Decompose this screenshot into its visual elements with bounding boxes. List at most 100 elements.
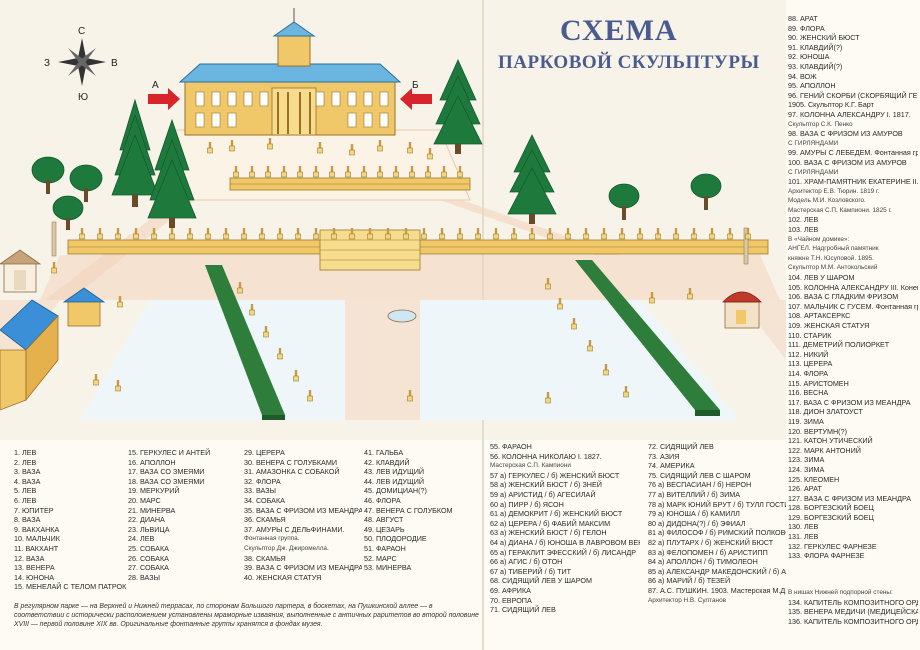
- legend-niches: В нишах Нижней подпорной стены:134. КАПИ…: [788, 588, 918, 626]
- sculpture-markers: [51, 138, 751, 404]
- sculpture-pedestal: [277, 228, 283, 240]
- legend-entry: 128. БОРГЕЗСКИЙ БОЕЦ: [788, 503, 874, 513]
- legend-entry: 51. ФАРАОН: [364, 543, 406, 553]
- legend-entry: 41. ГАЛЬБА: [364, 448, 404, 457]
- sculpture-pedestal: [51, 262, 57, 274]
- legend-entry: 92. ЮНОША: [788, 52, 830, 62]
- legend-entry: Мастерская С.П. Кампиони. 1825 г.: [788, 206, 892, 214]
- legend-entry: 124. ЗИМА: [788, 464, 825, 474]
- compass-east: В: [111, 58, 118, 69]
- legend-entry: 2. ЛЕВ: [14, 457, 37, 467]
- sculpture-pedestal: [547, 228, 553, 240]
- sculpture-pedestal: [393, 166, 399, 178]
- legend-entry: 89. ФЛОРА: [788, 23, 825, 33]
- sculpture-pedestal: [691, 228, 697, 240]
- legend-entry: 117. ВАЗА С ФРИЗОМ ИЗ МЕАНДРА: [788, 397, 911, 407]
- sculpture-pedestal: [237, 282, 243, 294]
- sculpture-pedestal: [349, 144, 355, 156]
- legend-entry: 37. АМУРЫ С ДЕЛЬФИНАМИ.: [244, 524, 345, 534]
- legend-entry: 114. ФЛОРА: [788, 368, 829, 378]
- legend-entry: 20. МАРС: [128, 495, 161, 505]
- legend-entry: 85 а) АЛЕКСАНДР МАКЕДОНСКИЙ / б) АЛКИВИА…: [648, 566, 786, 576]
- legend-entry: 17. ВАЗА СО ЗМЕЯМИ: [128, 467, 205, 477]
- legend-entry: 134. КАПИТЕЛЬ КОМПОЗИТНОГО ОРДЕРА: [788, 597, 918, 607]
- legend-entry: 59 а) АРИСТИД / б) АГЕСИЛАЙ: [490, 489, 596, 499]
- sculpture-pedestal: [117, 296, 123, 308]
- legend-entry: 61 а) ДЕМОКРИТ / б) ЖЕНСКИЙ БЮСТ: [490, 509, 623, 519]
- sculpture-pedestal: [313, 228, 319, 240]
- legend-entry: 40. ЖЕНСКАЯ СТАТУЯ: [244, 572, 322, 582]
- legend-entry: Скульптор М.М. Антокольский: [788, 264, 878, 272]
- sculpture-pedestal: [745, 228, 751, 240]
- legend-entry: 123. ЗИМА: [788, 455, 825, 465]
- legend-entry: 42. КЛАВДИЙ: [364, 457, 410, 467]
- tree: [690, 173, 722, 210]
- legend-entry: 130. ЛЕВ: [788, 522, 819, 532]
- sculpture-pedestal: [377, 166, 383, 178]
- legend-entry: 81 а) ФИЛОСОФ / б) РИМСКИЙ ПОЛКОВОДЕЦ: [648, 528, 786, 538]
- legend-entry: 36. СКАМЬЯ: [244, 515, 286, 525]
- legend-entry: 118. ДИОН ЗЛАТОУСТ: [788, 407, 863, 417]
- tree: [52, 195, 84, 230]
- legend-entry: 8. ВАЗА: [14, 515, 41, 525]
- legend-entry: княжне Т.Н. Юсуповой. 1895.: [788, 254, 874, 262]
- hedge-right: [575, 260, 720, 410]
- sculpture-pedestal: [241, 228, 247, 240]
- sculpture-pedestal: [457, 228, 463, 240]
- legend-entry: 129. БОРГЕЗСКИЙ БОЕЦ: [788, 512, 874, 522]
- sculpture-pedestal: [673, 228, 679, 240]
- sculpture-pedestal: [345, 166, 351, 178]
- legend-entry: 116. ВЕСНА: [788, 388, 829, 398]
- legend-entry: 88. АРАТ: [788, 14, 818, 23]
- legend-entry: 127. ВАЗА С ФРИЗОМ ИЗ МЕАНДРА: [788, 493, 912, 503]
- footnote: В регулярном парке — на Верхней и Нижней…: [14, 603, 479, 628]
- column: [51, 221, 57, 257]
- legend-entry: 95. АПОЛЛОН: [788, 81, 836, 91]
- sculpture-pedestal: [263, 326, 269, 338]
- sculpture-pedestal: [331, 228, 337, 240]
- sculpture-pedestal: [151, 228, 157, 240]
- sculpture-pedestal: [687, 288, 693, 300]
- sculpture-pedestal: [281, 166, 287, 178]
- legend-entry: 108. АРТАКСЕРКС: [788, 311, 851, 321]
- legend-entry: 87. А.С. ПУШКИН. 1903. Мастерская М.Д. К…: [648, 585, 786, 595]
- legend-entry: 56. КОЛОННА НИКОЛАЮ I. 1827.: [490, 451, 602, 461]
- marker-b-arrow: Б: [400, 80, 432, 110]
- tree: [608, 183, 640, 220]
- legend-entry: 6. ЛЕВ: [14, 495, 37, 505]
- legend-entry: Архитектор Н.В. Султанов: [648, 596, 727, 604]
- legend-entry: 132. ГЕРКУЛЕС ФАРНЕЗЕ: [788, 541, 877, 551]
- map-title: СХЕМА: [560, 14, 678, 47]
- legend-entry: 69. АФРИКА: [490, 585, 531, 595]
- legend-entry: 111. ДЕМЕТРИЙ ПОЛИОРКЕТ: [788, 340, 890, 350]
- sculpture-pedestal: [297, 166, 303, 178]
- legend-entry: С ГИРЛЯНДАМИ: [788, 139, 839, 147]
- sculpture-pedestal: [329, 166, 335, 178]
- legend-entry: 38. СКАМЬЯ: [244, 553, 286, 563]
- sculpture-pedestal: [267, 138, 273, 150]
- sculpture-pedestal: [205, 228, 211, 240]
- legend-entry: 66 а) АГИС / б) ОТОН: [490, 557, 563, 567]
- legend-entry: 18. ВАЗА СО ЗМЕЯМИ: [128, 476, 205, 486]
- legend-entry: 77 а) ВИТЕЛЛИЙ / б) ЗИМА: [648, 489, 741, 499]
- legend-entry: 3. ВАЗА: [14, 467, 41, 477]
- palace: [178, 8, 402, 136]
- legend-entry: 58 а) ЖЕНСКИЙ БЮСТ / б) ЗНЕЙ: [490, 480, 602, 490]
- sculpture-pedestal: [623, 386, 629, 398]
- legend-entry: 115. АРИСТОМЕН: [788, 378, 849, 388]
- legend-entry: 110. СТАРИК: [788, 330, 832, 340]
- sculpture-pedestal: [295, 228, 301, 240]
- legend-entry: С ГИРЛЯНДАМИ: [788, 168, 839, 176]
- compass: С Ю З В: [44, 26, 118, 103]
- sculpture-pedestal: [403, 228, 409, 240]
- sculpture-pedestal: [427, 148, 433, 160]
- legend-entry: Архитектор Е.В. Тюрин. 1819 г.: [788, 187, 880, 195]
- sculpture-pedestal: [317, 142, 323, 154]
- sculpture-pedestal: [265, 166, 271, 178]
- legend-entry: 125. КЛЕОМЕН: [788, 474, 840, 484]
- sculpture-pedestal: [545, 392, 551, 404]
- tree: [433, 59, 483, 154]
- sculpture-pedestal: [571, 318, 577, 330]
